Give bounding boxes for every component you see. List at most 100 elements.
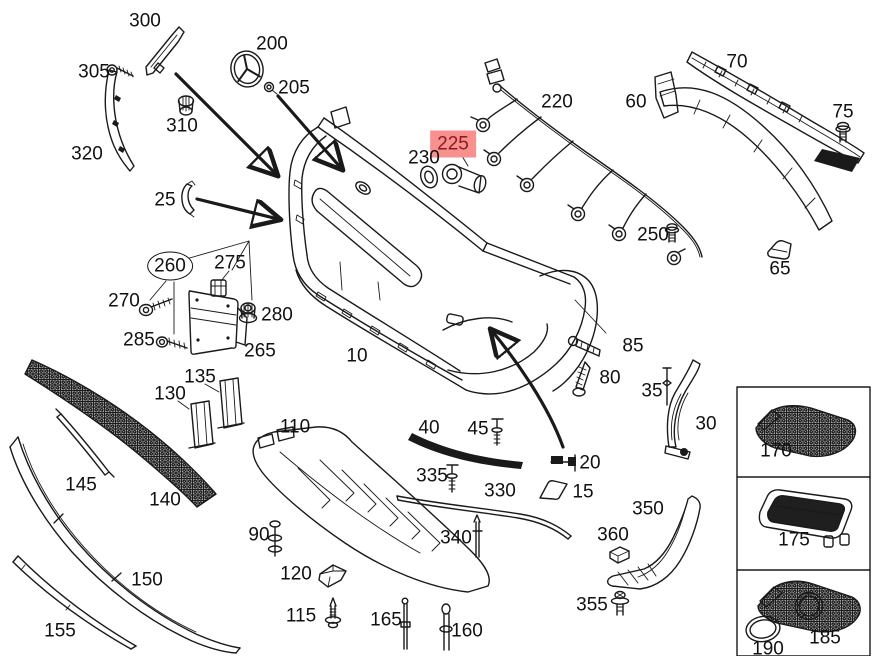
part-label-225[interactable]: 225 bbox=[430, 130, 476, 158]
part-35-pin bbox=[662, 367, 672, 406]
part-350-air-duct bbox=[606, 495, 701, 590]
harness-connector bbox=[470, 116, 491, 133]
part-275-clip bbox=[210, 270, 230, 297]
part-265-license-plate-bracket bbox=[188, 290, 248, 355]
part-label-140[interactable]: 140 bbox=[149, 489, 181, 511]
part-115-screw bbox=[324, 597, 342, 629]
part-label-340[interactable]: 340 bbox=[440, 527, 472, 549]
part-label-330[interactable]: 330 bbox=[484, 480, 516, 502]
part-label-280[interactable]: 280 bbox=[261, 304, 293, 326]
part-label-115[interactable]: 115 bbox=[285, 605, 317, 627]
part-label-70[interactable]: 70 bbox=[726, 51, 748, 73]
part-label-130[interactable]: 130 bbox=[154, 383, 186, 405]
part-305-screw bbox=[106, 64, 134, 78]
part-label-250[interactable]: 250 bbox=[637, 224, 669, 246]
part-label-65[interactable]: 65 bbox=[769, 258, 791, 280]
part-label-10[interactable]: 10 bbox=[346, 345, 368, 367]
harness-connector bbox=[516, 175, 535, 193]
part-185-grille-with-lamp-hole bbox=[757, 580, 861, 633]
part-90-screw bbox=[267, 520, 283, 557]
part-label-160[interactable]: 160 bbox=[451, 620, 483, 642]
part-230-grommet-ring bbox=[419, 165, 439, 189]
part-label-75[interactable]: 75 bbox=[832, 101, 854, 123]
part-label-220[interactable]: 220 bbox=[541, 91, 573, 113]
part-80-tapping-screw bbox=[572, 361, 591, 397]
part-label-185[interactable]: 185 bbox=[809, 627, 841, 649]
part-label-30[interactable]: 30 bbox=[695, 413, 717, 435]
part-label-285[interactable]: 285 bbox=[123, 329, 155, 351]
part-310-grommet bbox=[177, 95, 195, 116]
part-label-135[interactable]: 135 bbox=[184, 366, 216, 388]
part-175-drl-lamp-trim bbox=[758, 489, 853, 548]
part-160-rivet bbox=[439, 603, 453, 651]
part-label-25[interactable]: 25 bbox=[154, 189, 176, 211]
part-label-20[interactable]: 20 bbox=[579, 452, 601, 474]
part-label-230[interactable]: 230 bbox=[408, 147, 440, 169]
part-label-300[interactable]: 300 bbox=[129, 10, 161, 32]
part-label-165[interactable]: 165 bbox=[370, 609, 402, 631]
part-label-190[interactable]: 190 bbox=[752, 638, 784, 656]
part-label-320[interactable]: 320 bbox=[71, 143, 103, 165]
part-label-310[interactable]: 310 bbox=[166, 115, 198, 137]
part-label-360[interactable]: 360 bbox=[597, 524, 629, 546]
part-135-bracket bbox=[204, 377, 245, 429]
part-300-trim-strip bbox=[145, 26, 185, 76]
part-label-260[interactable]: 260 bbox=[147, 251, 193, 281]
part-label-150[interactable]: 150 bbox=[131, 569, 163, 591]
part-label-270[interactable]: 270 bbox=[108, 290, 140, 312]
part-330-trim-strip bbox=[396, 495, 572, 540]
part-label-305[interactable]: 305 bbox=[78, 61, 110, 83]
part-label-155[interactable]: 155 bbox=[44, 620, 76, 642]
part-label-350[interactable]: 350 bbox=[632, 498, 664, 520]
part-355-screw bbox=[610, 590, 630, 616]
part-190-trim-ring bbox=[745, 615, 781, 643]
part-150-lower-molding bbox=[9, 436, 241, 654]
part-165-rivet bbox=[400, 597, 411, 650]
part-145-trim-strip bbox=[55, 408, 115, 478]
part-280-nut bbox=[238, 302, 258, 324]
part-250-screw bbox=[664, 223, 680, 243]
part-label-60[interactable]: 60 bbox=[625, 91, 647, 113]
harness-connector bbox=[608, 224, 627, 242]
part-label-15[interactable]: 15 bbox=[572, 481, 594, 503]
part-label-265[interactable]: 265 bbox=[244, 340, 276, 362]
part-label-110[interactable]: 110 bbox=[279, 416, 311, 438]
part-285-screw bbox=[155, 336, 188, 350]
part-label-145[interactable]: 145 bbox=[65, 474, 97, 496]
part-label-355[interactable]: 355 bbox=[576, 594, 608, 616]
part-260-leader-lines bbox=[149, 240, 253, 335]
part-label-275[interactable]: 275 bbox=[214, 252, 246, 274]
part-10-bumper bbox=[288, 106, 599, 395]
part-label-335[interactable]: 335 bbox=[416, 465, 448, 487]
part-205-screw bbox=[263, 81, 278, 95]
part-155-trim-strip bbox=[12, 555, 137, 650]
part-15-tow-hook-cover bbox=[539, 480, 568, 501]
part-label-40[interactable]: 40 bbox=[418, 417, 440, 439]
part-220-sensor-harness bbox=[470, 58, 703, 266]
part-label-205[interactable]: 205 bbox=[278, 77, 310, 99]
part-label-200[interactable]: 200 bbox=[256, 33, 288, 55]
harness-connector bbox=[666, 248, 686, 266]
part-270-screw bbox=[138, 297, 173, 317]
part-40-trim-strip bbox=[408, 433, 523, 469]
inset-panel bbox=[736, 386, 871, 656]
part-label-175[interactable]: 175 bbox=[778, 529, 810, 551]
part-label-170[interactable]: 170 bbox=[760, 440, 792, 462]
part-label-85[interactable]: 85 bbox=[622, 335, 644, 357]
part-label-120[interactable]: 120 bbox=[280, 563, 312, 585]
part-label-80[interactable]: 80 bbox=[599, 367, 621, 389]
pointer-arrows bbox=[174, 72, 565, 449]
part-label-90[interactable]: 90 bbox=[248, 524, 270, 546]
part-320-trim-strip bbox=[104, 69, 135, 172]
part-label-35[interactable]: 35 bbox=[641, 380, 663, 402]
part-140-mesh-grille bbox=[24, 359, 217, 508]
part-360-clip bbox=[609, 546, 630, 564]
part-65-bracket bbox=[767, 240, 792, 260]
part-200-star-emblem bbox=[230, 50, 264, 88]
part-label-45[interactable]: 45 bbox=[467, 418, 489, 440]
part-170-grille-insert bbox=[755, 404, 857, 458]
harness-connector bbox=[567, 204, 586, 222]
part-75-screw bbox=[835, 121, 851, 143]
